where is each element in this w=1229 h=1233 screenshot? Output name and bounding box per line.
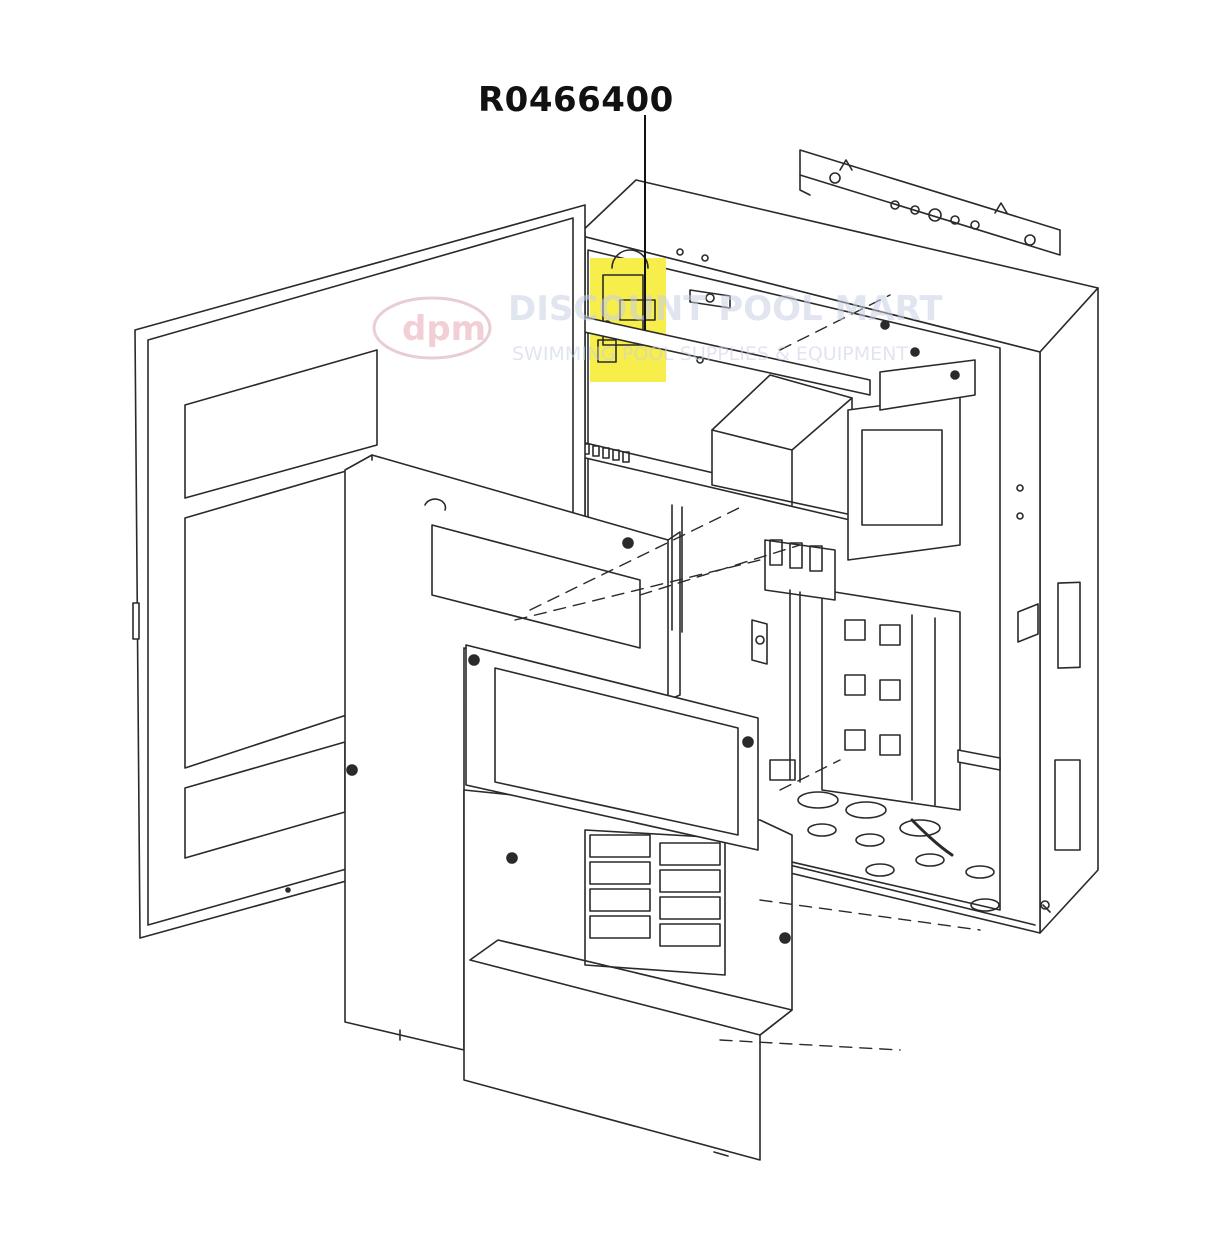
explode-lines (514, 294, 981, 1051)
control-bezel (465, 644, 759, 851)
lower-cover (463, 789, 793, 1161)
internal-components (529, 248, 1024, 912)
watermark-tagline: SWIMMING POOL SUPPLIES & EQUIPMENT (512, 343, 908, 365)
part-number-callout: R0466400 (478, 80, 674, 120)
watermark-brand-text: DISCOUNT POOL MART (508, 289, 943, 329)
mounting-bracket (799, 149, 1061, 256)
watermark-logo-text: dpm (402, 309, 486, 349)
brand-watermark: dpm DISCOUNT POOL MART SWIMMING POOL SUP… (372, 289, 943, 365)
